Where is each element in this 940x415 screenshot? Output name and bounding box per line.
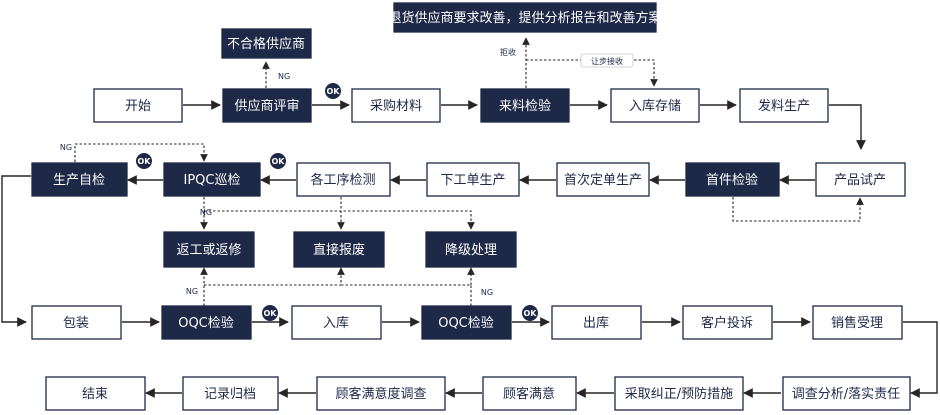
investigate-analyze-box: 调查分析/落实责任 [782, 376, 911, 411]
first-article-inspection-box: 首件检验 [685, 162, 780, 197]
svg-text:下工单生产: 下工单生产 [440, 173, 505, 188]
top-note-text: 退货供应商要求改善，提供分析报告和改善方案 [388, 10, 661, 26]
work-order-production-box: 下工单生产 [426, 162, 520, 197]
svg-text:OK: OK [138, 157, 152, 166]
ng-label-oqc-2: NG [481, 288, 493, 297]
first-batch-production-box: 首次定单生产 [556, 162, 650, 197]
svg-text:开始: 开始 [125, 99, 151, 114]
sales-acceptance-box: 销售受理 [812, 305, 903, 340]
svg-text:客户投诉: 客户投诉 [701, 315, 753, 331]
oqc-inspection-1-box: OQC检验 [161, 305, 252, 340]
svg-text:OQC检验: OQC检验 [178, 315, 234, 331]
stock-in-box: 入库 [291, 305, 382, 340]
start-box: 开始 [93, 88, 183, 123]
svg-text:返工或返修: 返工或返修 [176, 243, 241, 258]
svg-text:产品试产: 产品试产 [834, 173, 886, 188]
end-box: 结束 [45, 376, 146, 411]
reject-label: 拒收 [500, 47, 516, 57]
ok-badge-supplier-review: OK [325, 83, 341, 99]
svg-text:入库: 入库 [323, 315, 349, 331]
connector-labels: NG 拒收 让步接收 NG NG NG NG [60, 47, 634, 297]
ok-badge-oqc-2: OK [522, 305, 538, 321]
svg-text:OK: OK [327, 87, 341, 96]
packaging-box: 包装 [31, 305, 122, 340]
svg-text:首次定单生产: 首次定单生产 [564, 172, 642, 188]
connectors [1, 37, 938, 398]
svg-text:记录归档: 记录归档 [204, 387, 256, 402]
product-trial-box: 产品试产 [815, 162, 906, 197]
incoming-inspection-box: 来料检验 [480, 88, 570, 123]
oqc-inspection-2-box: OQC检验 [421, 305, 512, 340]
svg-text:包装: 包装 [63, 316, 89, 331]
purchase-materials-box: 采购材料 [351, 88, 441, 123]
svg-text:生产自检: 生产自检 [53, 173, 105, 188]
svg-text:IPQC巡检: IPQC巡检 [184, 173, 241, 188]
ok-badge-ipqc: OK [270, 153, 286, 169]
self-inspection-box: 生产自检 [31, 162, 128, 197]
svg-text:入库存储: 入库存储 [629, 98, 681, 114]
svg-text:采取纠正/预防措施: 采取纠正/预防措施 [625, 386, 733, 402]
customer-complaint-box: 客户投诉 [682, 305, 773, 340]
scrap-box: 直接报废 [293, 231, 385, 268]
warehousing-storage-box: 入库存储 [610, 88, 700, 123]
ng-label-oqc-1: NG [186, 287, 198, 296]
corrective-actions-box: 采取纠正/预防措施 [614, 376, 744, 411]
customer-satisfaction-box: 顾客满意 [482, 376, 577, 411]
unqualified-supplier-box: 不合格供应商 [221, 28, 312, 59]
svg-text:供应商评审: 供应商评审 [234, 98, 299, 114]
svg-text:各工序检测: 各工序检测 [310, 172, 375, 188]
concession-tag: 让步接收 [580, 53, 634, 68]
svg-text:发料生产: 发料生产 [758, 98, 810, 114]
svg-text:直接报废: 直接报废 [313, 242, 365, 258]
ng-label-ipqc: NG [200, 208, 212, 217]
supplier-review-box: 供应商评审 [222, 88, 312, 123]
ok-badge-oqc-1: OK [262, 305, 278, 321]
svg-text:OK: OK [264, 309, 278, 318]
material-issue-box: 发料生产 [739, 88, 829, 123]
svg-text:不合格供应商: 不合格供应商 [227, 36, 305, 52]
svg-text:降级处理: 降级处理 [445, 243, 497, 258]
svg-text:OK: OK [524, 309, 538, 318]
process-inspection-box: 各工序检测 [296, 162, 391, 197]
ok-badge-self-inspection: OK [136, 153, 152, 169]
svg-text:销售受理: 销售受理 [831, 315, 883, 331]
record-archive-box: 记录归档 [182, 376, 279, 411]
svg-text:结束: 结束 [82, 387, 108, 402]
concession-label: 让步接收 [591, 56, 623, 66]
svg-text:顾客满意度调查: 顾客满意度调查 [335, 386, 426, 402]
downgrade-box: 降级处理 [425, 231, 517, 268]
svg-text:来料检验: 来料检验 [499, 98, 551, 114]
svg-text:OQC检验: OQC检验 [438, 315, 494, 331]
svg-text:采购材料: 采购材料 [370, 98, 422, 114]
svg-text:出库: 出库 [583, 315, 609, 331]
svg-text:调查分析/落实责任: 调查分析/落实责任 [792, 387, 900, 402]
svg-text:顾客满意: 顾客满意 [503, 386, 555, 402]
ng-label-self-inspection: NG [60, 143, 72, 152]
satisfaction-survey-box: 顾客满意度调查 [316, 376, 446, 411]
rework-box: 返工或返修 [163, 231, 255, 268]
ng-label-supplier: NG [278, 72, 290, 81]
ipqc-patrol-box: IPQC巡检 [163, 162, 261, 197]
svg-text:OK: OK [272, 157, 286, 166]
outbound-box: 出库 [551, 305, 642, 340]
top-note-box: 退货供应商要求改善，提供分析报告和改善方案 [388, 2, 662, 33]
svg-text:首件检验: 首件检验 [706, 172, 758, 188]
